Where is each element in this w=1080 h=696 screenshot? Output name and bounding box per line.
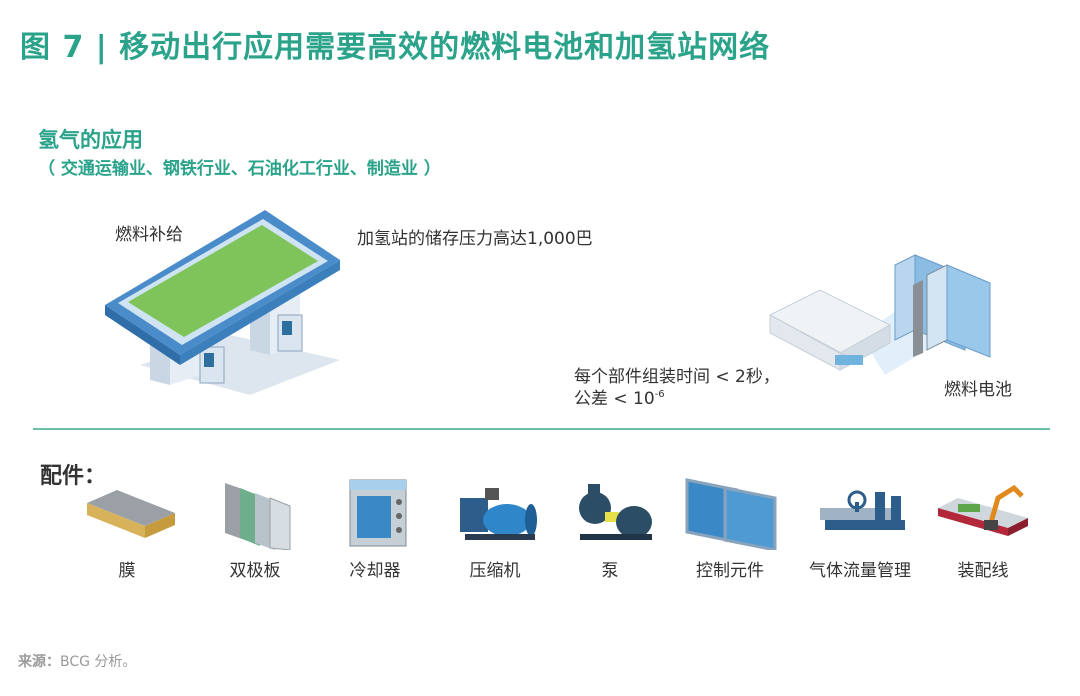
part-control-element: 控制元件 (675, 478, 785, 581)
section-divider (33, 428, 1050, 430)
pump-icon (579, 484, 652, 540)
part-membrane: 膜 (72, 478, 182, 581)
tolerance-text: 公差 < 10-6 (574, 389, 665, 409)
bipolar-plate-icon (225, 483, 291, 550)
storage-pressure-text: 加氢站的储存压力高达1,000巴 (357, 229, 593, 249)
fuel-cell-illustration (768, 254, 991, 375)
figure-title: 图 7 | 移动出行应用需要高效的燃料电池和加氢站网络 (20, 30, 771, 65)
gas-flow-icon (820, 490, 905, 530)
assembly-time-text: 每个部件组装时间 < 2秒， (574, 367, 780, 387)
applications-subheading: （ 交通运输业、钢铁行业、石油化工行业、制造业 ） (38, 159, 441, 179)
part-assembly-line: 装配线 (928, 478, 1038, 581)
membrane-icon (87, 490, 175, 538)
station-label: 燃料补给 (115, 225, 183, 245)
fuel-cell-label: 燃料电池 (944, 380, 1012, 400)
part-bipolar-plate: 双极板 (200, 478, 310, 581)
part-compressor: 压缩机 (440, 478, 550, 581)
parts-title: 配件： (40, 464, 107, 489)
part-pump: 泵 (555, 478, 665, 581)
part-gas-flow: 气体流量管理 (805, 478, 915, 581)
compressor-icon (460, 488, 537, 540)
applications-heading: 氢气的应用 (38, 128, 143, 152)
assembly-line-icon (938, 484, 1028, 536)
part-cooler: 冷却器 (320, 478, 430, 581)
cooler-icon (349, 479, 407, 547)
control-element-icon (685, 478, 777, 550)
source-note: 来源：BCG 分析。 (18, 654, 137, 670)
hydrogen-station-illustration (105, 210, 340, 395)
